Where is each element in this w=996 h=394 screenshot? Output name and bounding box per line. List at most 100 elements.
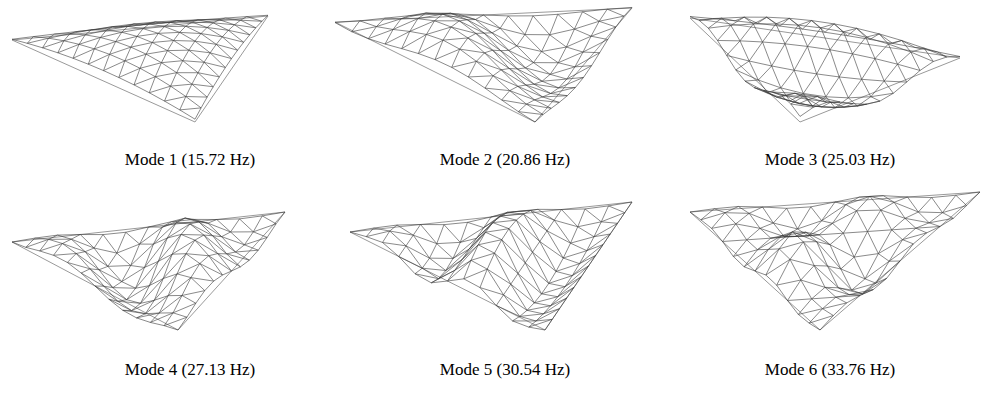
mesh-edge: [509, 50, 534, 62]
mesh-edge: [149, 254, 172, 285]
mesh-edge: [155, 77, 170, 86]
mesh-edge: [547, 231, 563, 258]
mesh-edge: [758, 66, 771, 80]
undeformed-outline: [12, 16, 268, 122]
mesh-edge: [210, 44, 216, 52]
mode-caption: Mode 5 (30.54 Hz): [440, 360, 570, 380]
mesh-edge: [881, 210, 892, 230]
mesh-edge: [161, 21, 182, 23]
mesh-edge: [253, 224, 276, 232]
mesh-edge: [495, 253, 519, 273]
mesh-edge: [107, 30, 122, 32]
mesh-edge: [562, 210, 578, 227]
mesh-edge: [690, 212, 701, 220]
mesh-edge: [834, 24, 843, 32]
mesh-edge: [232, 50, 238, 58]
mesh-edge: [763, 90, 786, 95]
mesh-edge: [515, 210, 531, 211]
mesh-edge: [794, 46, 807, 70]
mesh-edge: [701, 213, 725, 220]
mesh-edge: [907, 70, 920, 82]
mesh-edge: [773, 223, 784, 237]
mesh-edge: [956, 192, 980, 195]
mesh-edge: [753, 17, 766, 24]
mesh-edge: [137, 29, 143, 37]
mesh-edge: [509, 220, 516, 229]
mesh-edge: [186, 254, 200, 264]
mesh-edge: [163, 274, 177, 279]
mesh-edge: [502, 229, 509, 240]
mesh-edge: [924, 48, 933, 61]
mesh-edge: [502, 240, 526, 263]
mesh-edge: [471, 260, 487, 269]
mesh-edge: [908, 197, 932, 199]
mesh-edge: [152, 41, 173, 43]
mesh-edge: [808, 97, 817, 100]
mesh-edge: [455, 260, 471, 270]
mesh-edge: [714, 209, 725, 213]
mesh-edge: [145, 300, 154, 313]
mesh-edge: [171, 86, 186, 96]
mesh-edge: [448, 279, 464, 281]
mesh-edge: [485, 50, 493, 53]
mesh-edge: [862, 59, 875, 80]
mesh-edge: [501, 70, 526, 85]
mesh-edge: [567, 77, 584, 79]
mesh-edge: [784, 236, 795, 237]
mode-shape-mesh: [335, 7, 632, 122]
mesh-edge: [559, 96, 567, 103]
mesh-edge: [485, 76, 493, 88]
mesh-edge: [502, 100, 527, 104]
mesh-edge: [510, 86, 518, 90]
mesh-edge: [158, 32, 179, 34]
mesh-edge: [167, 224, 190, 238]
mesh-edge: [192, 84, 207, 97]
mesh-edge: [543, 97, 560, 102]
mesh-edge: [556, 264, 580, 272]
mesh-edge: [502, 240, 518, 274]
mesh-edge: [550, 29, 575, 35]
mesh-edge: [209, 256, 232, 271]
mesh-edge: [464, 279, 480, 288]
mesh-edge: [240, 216, 263, 219]
mesh-edge: [876, 278, 887, 283]
mesh-edge: [451, 27, 468, 38]
mesh-edge: [207, 27, 222, 36]
mesh-edge: [847, 296, 860, 303]
mesh-edge: [168, 51, 183, 61]
mesh-edge: [487, 269, 503, 295]
mesh-edge: [236, 245, 245, 252]
mesh-edge: [534, 62, 559, 63]
mesh-edge: [898, 64, 921, 70]
mesh-edge: [776, 24, 785, 44]
mesh-edge: [452, 67, 469, 77]
mesh-edge: [73, 58, 88, 64]
mesh-edge: [126, 232, 140, 244]
mesh-edge: [583, 9, 608, 12]
mesh-edge: [578, 227, 594, 237]
mesh-edge: [830, 233, 843, 245]
mesh-edge: [168, 50, 189, 51]
mesh-edge: [794, 70, 817, 74]
mesh-edge: [455, 245, 479, 271]
mesh-edge: [526, 100, 534, 104]
mesh-edge: [558, 47, 566, 63]
mesh-edge: [145, 261, 159, 267]
mesh-edge: [446, 249, 470, 271]
mesh-edge: [744, 267, 755, 271]
mesh-edge: [399, 246, 406, 257]
mesh-edge: [434, 13, 451, 15]
mesh-edge: [58, 234, 81, 236]
mesh-edge: [504, 295, 520, 317]
mesh-edge: [180, 26, 186, 32]
mesh-edge: [740, 41, 763, 42]
mesh-edge: [830, 245, 841, 269]
mesh-edge: [749, 213, 760, 228]
mesh-edge: [231, 231, 254, 232]
mesh-edge: [413, 235, 429, 258]
mesh-edge: [360, 21, 377, 27]
mesh-edge: [137, 314, 146, 318]
mesh-edge: [360, 18, 385, 21]
mesh-edge: [533, 16, 550, 35]
mesh-edge: [410, 21, 435, 32]
